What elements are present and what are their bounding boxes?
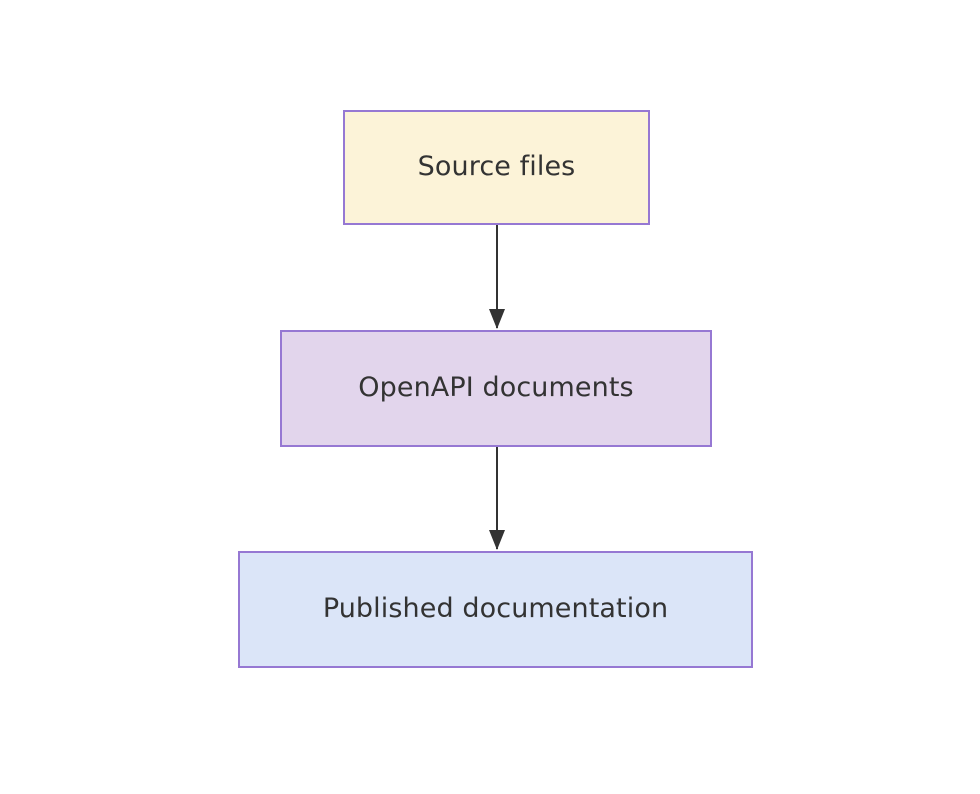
node-source-files[interactable]: Source files [343,110,650,225]
node-openapi-documents-label: OpenAPI documents [358,372,634,404]
node-published-documentation-label: Published documentation [322,593,669,625]
node-source-files-label: Source files [417,151,576,183]
node-openapi-documents[interactable]: OpenAPI documents [280,330,712,447]
node-published-documentation[interactable]: Published documentation [238,551,753,668]
